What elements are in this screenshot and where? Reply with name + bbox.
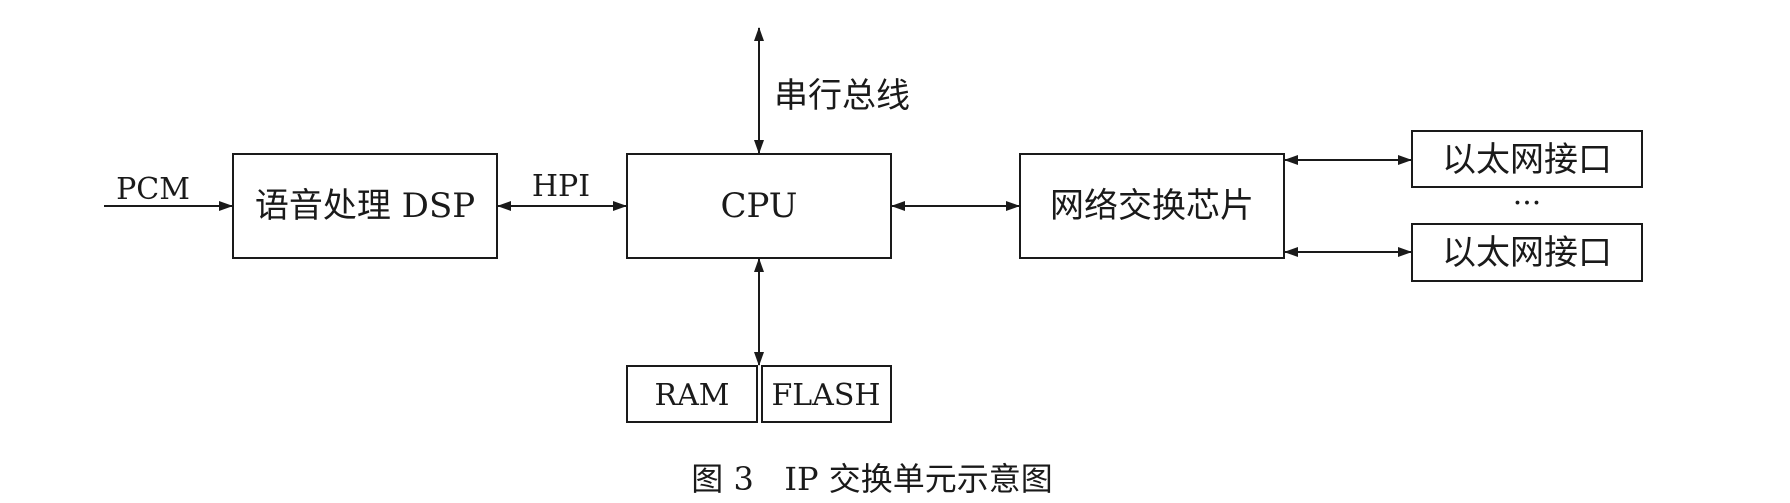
eth-interface-bottom-block	[1411, 223, 1643, 282]
flash-block-label: FLASH	[771, 378, 880, 413]
ellipsis-label: ···	[1513, 186, 1542, 221]
serial-bus-label: 串行总线	[774, 76, 910, 116]
ram-block-label: RAM	[655, 378, 730, 413]
eth-interface-bottom-label: 以太网接口	[1442, 233, 1612, 273]
cpu-block-label: CPU	[721, 186, 798, 226]
hpi-label: HPI	[532, 169, 590, 204]
pcm-label: PCM	[116, 172, 190, 207]
eth-interface-top-label: 以太网接口	[1442, 140, 1612, 180]
figure-caption: 图 3 IP 交换单元示意图	[691, 460, 1052, 498]
flash-block	[761, 365, 892, 423]
eth-interface-top-block	[1411, 130, 1643, 188]
switch-chip-block-label: 网络交换芯片	[1050, 186, 1254, 226]
switch-chip-block	[1019, 153, 1285, 259]
ram-block	[626, 365, 758, 423]
cpu-block	[626, 153, 892, 259]
dsp-block-label: 语音处理 DSP	[255, 186, 475, 226]
